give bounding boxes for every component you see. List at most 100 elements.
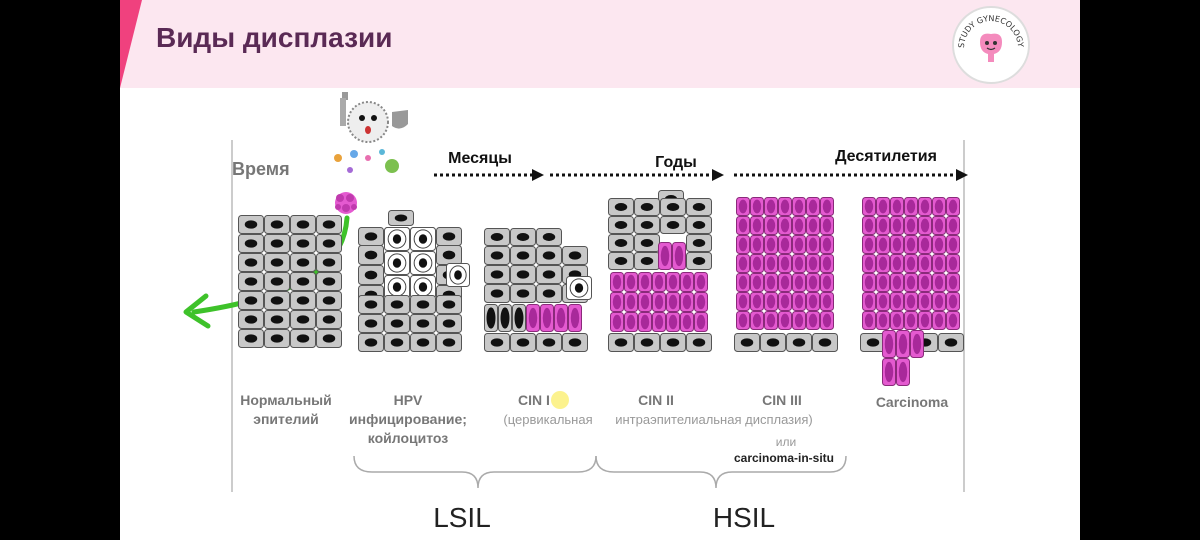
normal-cell — [358, 333, 384, 352]
time-label: Время — [232, 159, 290, 179]
normal-cell — [290, 291, 316, 310]
normal-cell — [510, 265, 536, 284]
dysplastic-cell — [918, 254, 932, 273]
normal-cell — [316, 310, 342, 329]
normal-cell — [358, 314, 384, 333]
dysplastic-cell — [806, 235, 820, 254]
normal-cell — [510, 284, 536, 303]
stage-cin1: CIN I — [518, 392, 550, 408]
desc-intraepithelial: интраэпителиальная дисплазия) — [615, 412, 813, 427]
dysplastic-cell — [918, 197, 932, 216]
dysplastic-cell — [680, 312, 694, 332]
normal-cell — [290, 329, 316, 348]
dysplastic-cell — [652, 272, 666, 292]
dysplastic-cell — [890, 273, 904, 292]
normal-cell — [812, 333, 838, 352]
normal-cell — [536, 265, 562, 284]
dysplastic-cell — [764, 292, 778, 311]
dysplastic-cell — [862, 197, 876, 216]
normal-cell — [316, 215, 342, 234]
normal-cell — [410, 295, 436, 314]
normal-cell — [264, 253, 290, 272]
normal-cell — [358, 227, 384, 246]
normal-cell — [510, 228, 536, 246]
normal-cell — [510, 333, 536, 352]
dysplastic-cell — [946, 292, 960, 311]
dysplastic-cell — [778, 254, 792, 273]
dysplastic-cell — [778, 235, 792, 254]
dysplastic-cell — [946, 216, 960, 235]
normal-cell — [484, 333, 510, 352]
normal-cell — [634, 252, 660, 270]
normal-cell — [436, 314, 462, 333]
dysplastic-cell — [750, 235, 764, 254]
dysplastic-cell — [932, 292, 946, 311]
basal-dark-cell — [512, 304, 526, 332]
dysplastic-cell — [624, 312, 638, 332]
normal-cell — [384, 295, 410, 314]
dysplastic-cell — [806, 273, 820, 292]
dysplastic-cell — [862, 235, 876, 254]
dysplastic-cell — [862, 273, 876, 292]
normal-cell — [290, 234, 316, 253]
dysplastic-cell — [820, 197, 834, 216]
dysplastic-cell — [792, 292, 806, 311]
dysplastic-cell — [638, 292, 652, 312]
dysplastic-cell — [778, 197, 792, 216]
dysplastic-cell — [806, 216, 820, 235]
stage-normal-line2: эпителий — [253, 411, 319, 427]
dysplastic-cell — [778, 311, 792, 330]
dysplastic-cell — [918, 235, 932, 254]
normal-cell — [316, 291, 342, 310]
dysplastic-cell — [904, 273, 918, 292]
dysplastic-cell — [778, 273, 792, 292]
dysplastic-cell — [764, 254, 778, 273]
dysplastic-cell — [876, 273, 890, 292]
normal-cell — [316, 272, 342, 291]
normal-cell — [264, 329, 290, 348]
dysplastic-cell — [764, 197, 778, 216]
normal-cell — [238, 272, 264, 291]
dysplastic-cell — [750, 292, 764, 311]
highlight-marker — [551, 391, 569, 409]
stage-cin3: CIN III — [762, 392, 802, 408]
dysplastic-cell — [792, 254, 806, 273]
koilocyte-cell — [566, 276, 592, 300]
dysplastic-cell — [932, 273, 946, 292]
dysplastic-cell — [820, 254, 834, 273]
stage-normal-line1: Нормальный — [240, 392, 332, 408]
dysplastic-cell — [736, 254, 750, 273]
normal-cell — [238, 253, 264, 272]
normal-cell — [290, 253, 316, 272]
normal-cell — [562, 246, 588, 265]
normal-cell — [536, 228, 562, 246]
dysplastic-cell — [918, 216, 932, 235]
desc-cervical: (цервикальная — [503, 412, 592, 427]
normal-cell — [660, 198, 686, 216]
dysplastic-cell — [862, 292, 876, 311]
lsil-brace — [353, 455, 597, 489]
dysplastic-cell — [876, 235, 890, 254]
dysplastic-cell — [764, 311, 778, 330]
dysplastic-cell — [890, 197, 904, 216]
normal-cell — [634, 198, 660, 216]
dysplastic-cell — [652, 312, 666, 332]
dysplastic-cell — [946, 311, 960, 330]
dysplastic-cell — [540, 304, 554, 332]
dysplastic-cell — [946, 273, 960, 292]
dysplastic-cell — [946, 254, 960, 273]
dysplastic-cell — [882, 358, 896, 386]
dysplastic-cell — [806, 197, 820, 216]
dysplastic-cell — [904, 235, 918, 254]
dysplastic-cell — [820, 235, 834, 254]
normal-cell — [608, 333, 634, 352]
slide-title: Виды дисплазии — [156, 22, 393, 53]
dysplastic-cell — [624, 292, 638, 312]
dysplastic-cell — [946, 235, 960, 254]
normal-cell — [358, 265, 384, 285]
dysplastic-cell — [876, 216, 890, 235]
epithelium-stacks — [238, 190, 964, 386]
normal-cell — [536, 246, 562, 265]
dysplastic-cell — [806, 292, 820, 311]
dysplastic-cell — [806, 311, 820, 330]
